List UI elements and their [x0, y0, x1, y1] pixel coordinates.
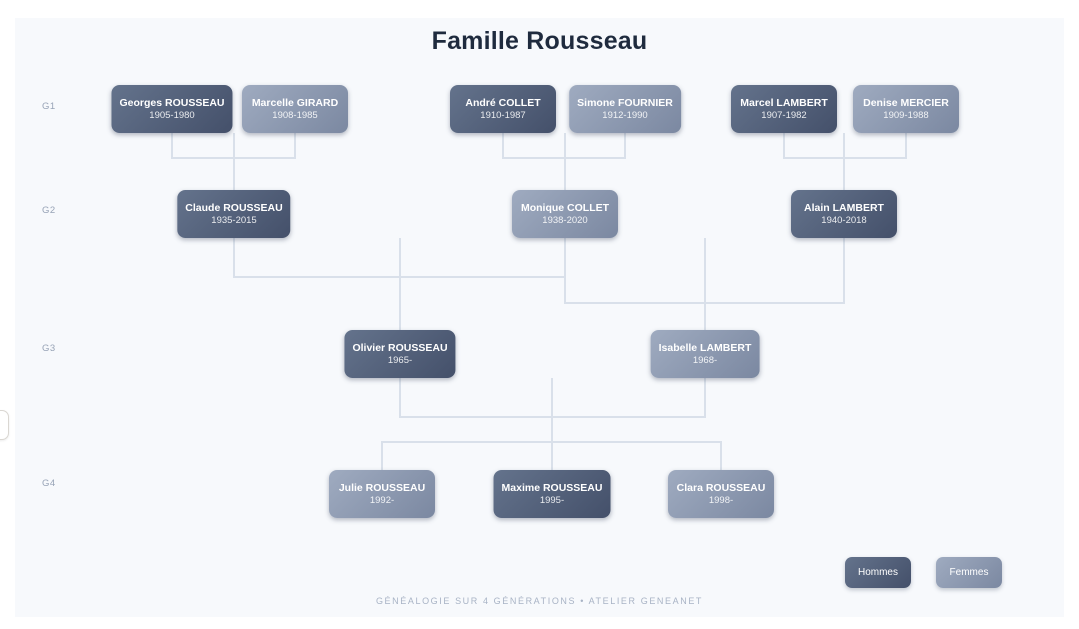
- page-title: Famille Rousseau: [431, 27, 648, 55]
- person-name: Alain LAMBERT: [804, 201, 884, 214]
- person-dates: 1910-1987: [480, 110, 526, 121]
- generation-label-g3: G3: [42, 343, 56, 354]
- person-name: Julie ROUSSEAU: [338, 481, 426, 494]
- person-dates: 1908-1985: [272, 110, 318, 121]
- legend-femmes-chip: Femmes: [936, 557, 1002, 588]
- person-dates: 1995-: [539, 495, 565, 506]
- collapsed-panel-handle[interactable]: [0, 410, 9, 440]
- legend-hommes-chip: Hommes: [845, 557, 911, 588]
- person-dates: 1968-: [692, 355, 718, 366]
- person-name: Marcel LAMBERT: [740, 96, 828, 109]
- legend-hommes-label: Hommes: [857, 567, 898, 578]
- person-name: André COLLET: [465, 96, 541, 109]
- sibling-rail: [381, 441, 722, 470]
- legend-femmes-label: Femmes: [949, 567, 989, 578]
- generation-label-g4: G4: [42, 478, 56, 489]
- person-name: Claude ROUSSEAU: [185, 201, 283, 214]
- person-name: Simone FOURNIER: [577, 96, 673, 109]
- person-dates: 1938-2020: [542, 215, 588, 226]
- person-name: Clara ROUSSEAU: [676, 481, 766, 494]
- person-dates: 1940-2018: [821, 215, 867, 226]
- person-name: Monique COLLET: [520, 201, 610, 214]
- person-name: Marcelle GIRARD: [251, 96, 339, 109]
- generation-label-g1: G1: [42, 101, 56, 112]
- person-dates: 1998-: [708, 495, 734, 506]
- person-dates: 1912-1990: [602, 110, 648, 121]
- person-name: Denise MERCIER: [863, 96, 949, 109]
- person-name: Isabelle LAMBERT: [658, 341, 752, 354]
- person-dates: 1935-2015: [211, 215, 257, 226]
- person-dates: 1909-1988: [883, 110, 929, 121]
- person-dates: 1905-1980: [149, 110, 195, 121]
- person-dates: 1965-: [387, 355, 413, 366]
- footer-caption: GÉNÉALOGIE SUR 4 GÉNÉRATIONS • ATELIER G…: [375, 596, 704, 606]
- generation-label-g2: G2: [42, 205, 56, 216]
- person-name: Olivier ROUSSEAU: [352, 341, 448, 354]
- person-dates: 1907-1982: [761, 110, 807, 121]
- person-dates: 1992-: [369, 495, 395, 506]
- person-name: Georges ROUSSEAU: [119, 96, 225, 109]
- person-name: Maxime ROUSSEAU: [501, 481, 603, 494]
